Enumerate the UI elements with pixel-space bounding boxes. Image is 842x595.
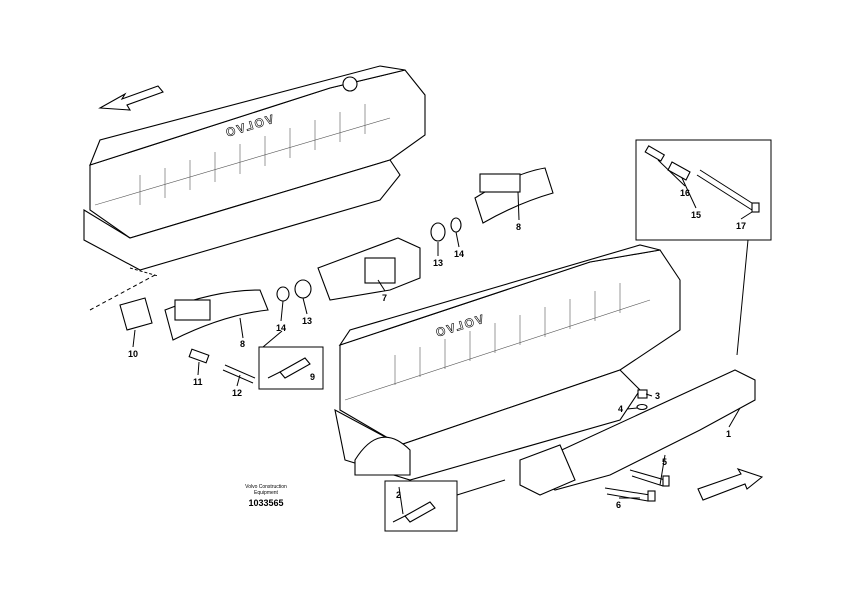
callout-11: 11 [193,377,203,387]
callout-17: 17 [736,221,746,231]
callout-5: 5 [662,457,667,467]
callout-2: 2 [396,490,401,500]
credit-line-2: Equipment [254,490,278,496]
callout-15: 15 [691,210,701,220]
gasket-10 [119,297,153,331]
upper-cylinder-head: VOLVO [83,65,426,277]
inset-sealant-9 [258,346,324,390]
callout-8-front: 8 [240,339,245,349]
callout-14-rear: 14 [454,249,464,259]
inset-hardware-15-17 [635,139,772,241]
callout-1: 1 [726,429,731,439]
callout-14-front: 14 [276,323,286,333]
callouts: 1 2 3 4 5 6 7 8 8 9 10 11 12 13 13 14 14… [128,188,746,510]
callout-8-rear: 8 [516,222,521,232]
callout-9: 9 [310,372,315,382]
callout-13-front: 13 [302,316,312,326]
callout-3: 3 [655,391,660,401]
direction-arrow-right [697,468,764,501]
callout-13-rear: 13 [433,258,443,268]
callout-6: 6 [616,500,621,510]
callout-7: 7 [382,293,387,303]
inset-sealant-2 [384,480,458,532]
drawing-credit: Volvo Construction Equipment 1033565 [228,484,304,508]
credit-line-1: Volvo Construction [245,484,287,490]
drawing-number: 1033565 [248,498,284,508]
callout-16: 16 [680,188,690,198]
callout-4: 4 [618,404,623,414]
lower-cylinder-head: VOLVO [334,244,681,481]
direction-arrow-left [98,85,164,111]
callout-10: 10 [128,349,138,359]
callout-12: 12 [232,388,242,398]
